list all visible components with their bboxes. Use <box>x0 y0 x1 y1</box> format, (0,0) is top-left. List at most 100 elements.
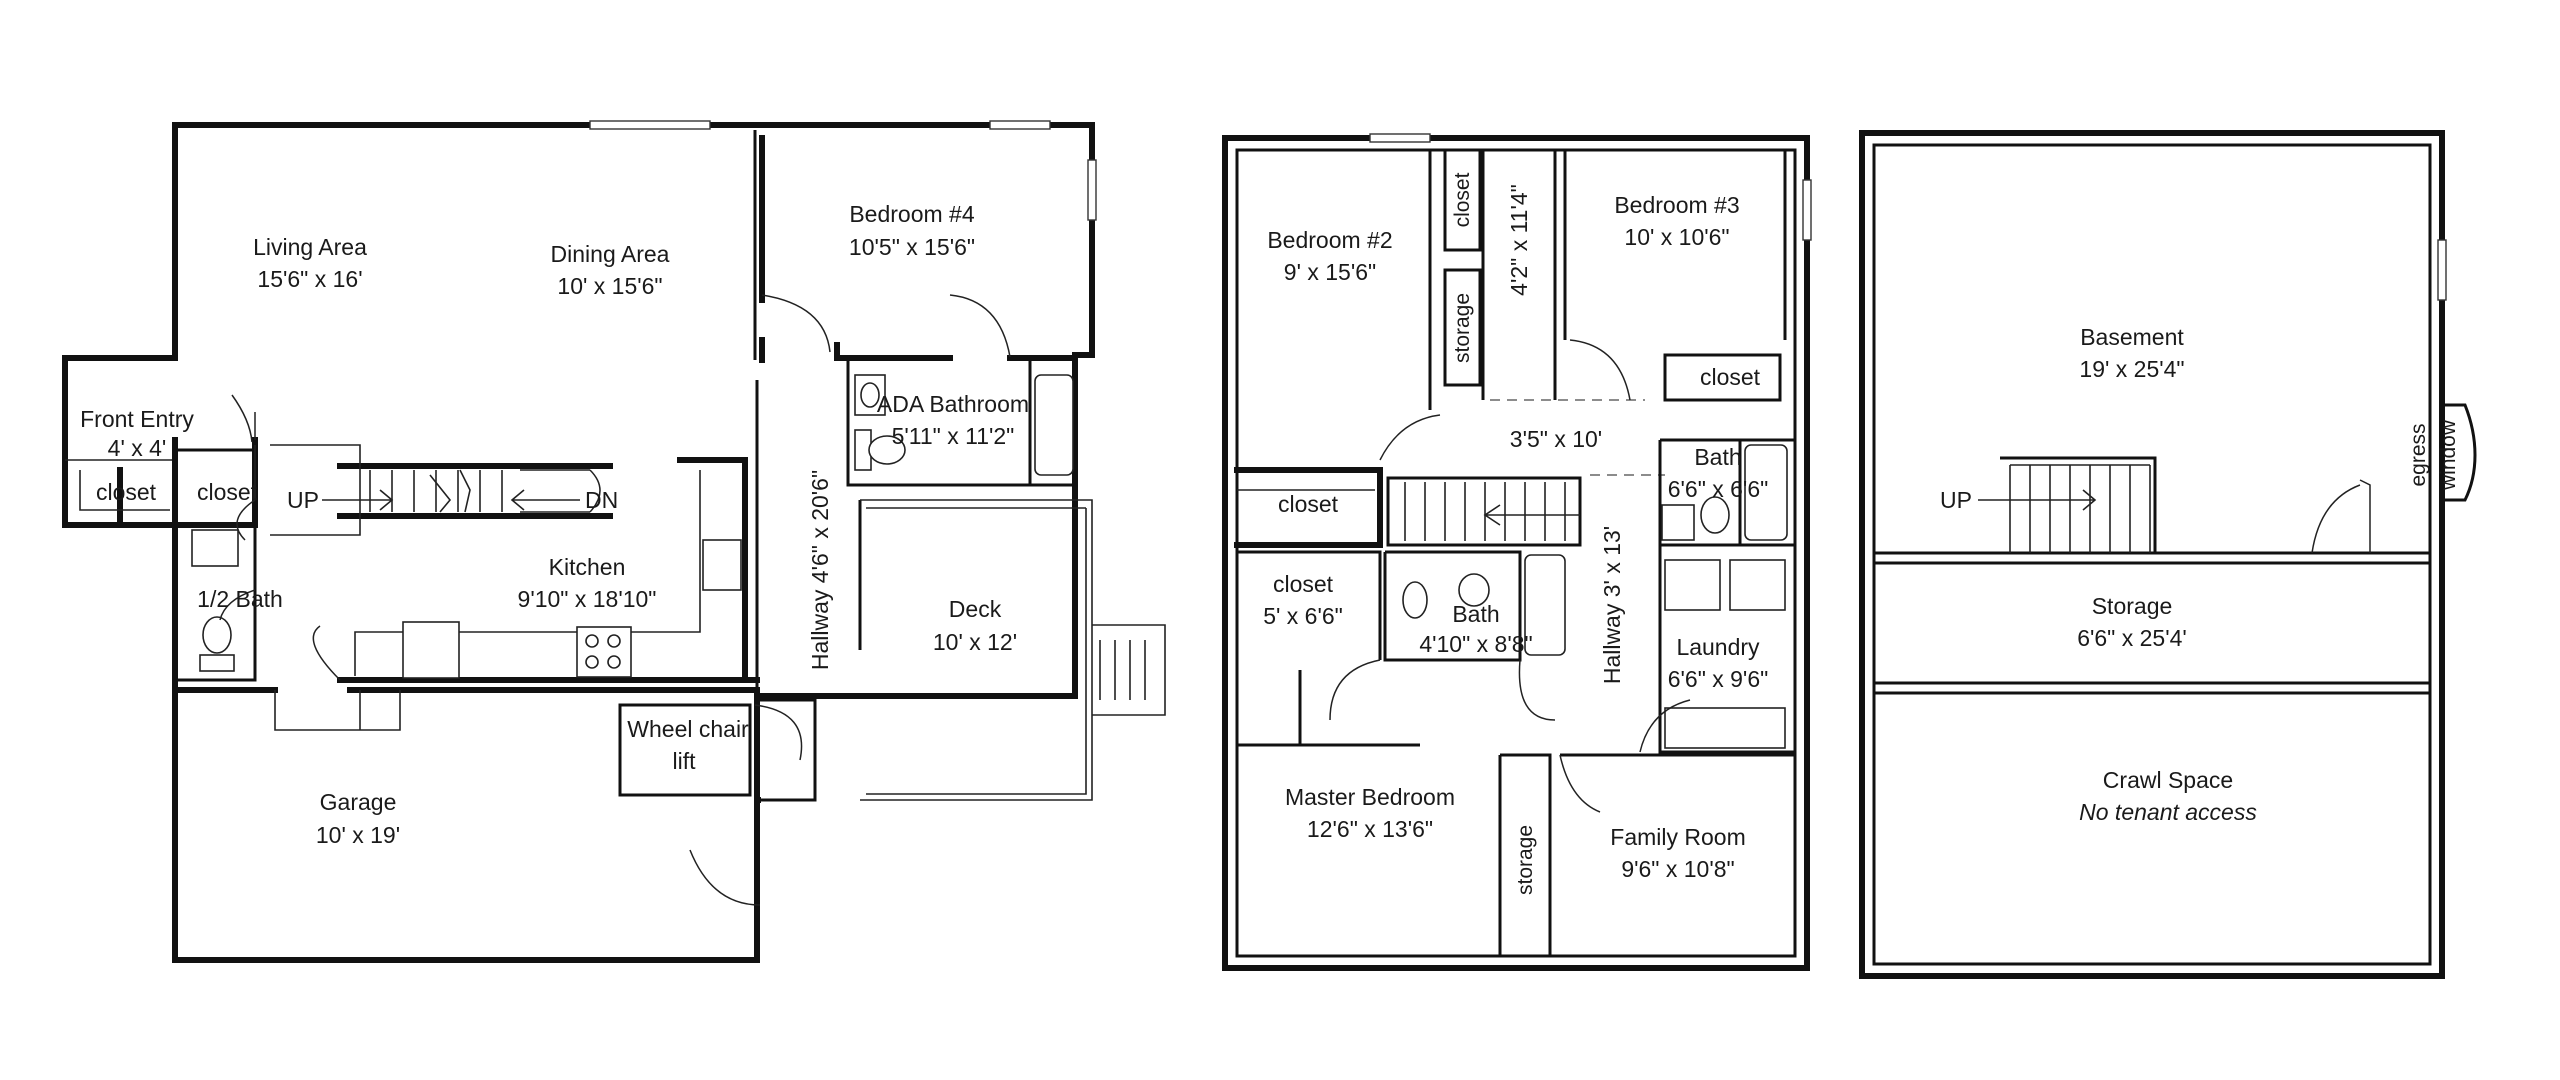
bathtub <box>1034 374 1074 476</box>
family-room-size: 9'6" x 10'8" <box>1621 856 1734 882</box>
door-swing <box>1559 699 1691 813</box>
bedroom-2-label: Bedroom #2 <box>1267 227 1392 253</box>
master-bedroom-size: 12'6" x 13'6" <box>1307 816 1433 842</box>
laundry-label: Laundry <box>1676 634 1760 660</box>
egress-window-well <box>2442 403 2477 502</box>
refrigerator <box>402 621 460 679</box>
window <box>989 120 1051 130</box>
deck-outline <box>860 499 1093 801</box>
closet-master-label: closet <box>1273 571 1334 597</box>
ada-bathroom-size: 5'11" x 11'2" <box>892 423 1015 449</box>
deck-outline <box>866 507 1087 795</box>
toilet-bowl <box>1700 496 1730 534</box>
closet-top-label: closet <box>1451 172 1474 227</box>
basement-label: Basement <box>2080 324 2184 350</box>
stairs-second <box>1386 476 1582 547</box>
stair-up-label: UP <box>287 487 319 513</box>
garage-step <box>274 690 401 731</box>
bathtub <box>1744 444 1788 541</box>
burner <box>585 634 599 648</box>
window <box>589 120 711 130</box>
ada-bathroom-label: ADA Bathroom <box>877 391 1029 417</box>
living-area-size: 15'6" x 16' <box>257 266 362 292</box>
dining-area-label: Dining Area <box>551 241 670 267</box>
storage-top-label: storage <box>1451 293 1474 363</box>
entry-closet-label: closet <box>96 479 157 505</box>
dryer <box>1729 559 1786 611</box>
hallway-wall <box>755 380 862 802</box>
second-floor-exterior-wall <box>1222 135 1810 971</box>
bedroom-4-size: 10'5" x 15'6" <box>849 234 975 260</box>
crawl-space-note: No tenant access <box>2079 799 2257 825</box>
front-entry-size: 4' x 4' <box>108 435 167 461</box>
window <box>2437 239 2447 301</box>
storage-label: Storage <box>2092 593 2173 619</box>
closet-label: closet <box>197 479 258 505</box>
half-bath-wall <box>175 523 257 682</box>
landing-label: 3'5" x 10' <box>1510 426 1602 452</box>
toilet-bowl <box>202 616 232 654</box>
closet-left-label: closet <box>1278 491 1339 517</box>
stove <box>576 626 632 678</box>
half-bath-label: 1/2 Bath <box>197 586 283 612</box>
bedroom-2-size: 9' x 15'6" <box>1284 259 1376 285</box>
kitchen-counter <box>354 470 701 676</box>
front-entry-wall <box>62 355 178 693</box>
bedroom-4-label: Bedroom #4 <box>849 201 975 227</box>
toilet-bowl <box>1458 573 1490 607</box>
first-floor-plan <box>62 120 1166 963</box>
closet-b3 <box>1663 353 1782 402</box>
closet-master-size: 5' x 6'6" <box>1263 603 1343 629</box>
basement-exterior-inner <box>1872 143 2432 966</box>
ada-bath-wall <box>846 360 1075 487</box>
door-swing <box>761 294 1011 358</box>
washer <box>1664 559 1721 611</box>
storage-bottom-label: storage <box>1514 825 1537 895</box>
vertical-dim-label: 4'2" x 11'4" <box>1506 184 1532 296</box>
dining-area-size: 10' x 15'6" <box>557 273 662 299</box>
garage-label: Garage <box>320 789 397 815</box>
kitchen-size: 9'10" x 18'10" <box>518 586 657 612</box>
basement-stairs <box>1978 456 2157 555</box>
kitchen-wall <box>337 457 760 683</box>
crawl-space-label: Crawl Space <box>2103 767 2233 793</box>
wheelchair-lift <box>618 703 752 797</box>
egress-label-2: window <box>2437 419 2460 491</box>
wall <box>1237 670 1795 956</box>
bath-middle-label: Bath <box>1452 601 1499 627</box>
laundry-counter <box>1664 707 1786 749</box>
burner <box>585 655 599 669</box>
door-swing <box>1329 659 1556 721</box>
laundry-wall <box>1658 545 1795 754</box>
deck-steps <box>1092 624 1166 716</box>
deck-label: Deck <box>949 596 1002 622</box>
hallway-label: Hallway 4'6" x 20'6" <box>807 470 833 670</box>
stair-down-label: DN <box>585 487 618 513</box>
storage-wall <box>1874 551 2430 695</box>
wall <box>1428 150 1787 410</box>
stairs <box>270 444 613 536</box>
stair-up-label-basement: UP <box>1940 487 1972 513</box>
bedroom4-wall <box>759 135 1075 363</box>
burner <box>607 655 621 669</box>
second-floor-plan <box>1222 133 1812 971</box>
sink-counter <box>191 529 239 567</box>
door-swing <box>219 445 256 621</box>
stair-down-arrow <box>510 489 580 511</box>
master-bedroom-label: Master Bedroom <box>1285 784 1455 810</box>
sink <box>1661 504 1695 541</box>
basement-exterior-wall <box>1859 130 2445 979</box>
window <box>1369 133 1431 143</box>
window <box>1802 179 1812 241</box>
stair-up-arrow <box>322 489 394 511</box>
door-swing <box>2311 479 2371 554</box>
storage-size: 6'6" x 25'4' <box>2077 625 2187 651</box>
bath-upper-size: 6'6" x 6'6" <box>1668 476 1769 502</box>
sink <box>1402 581 1428 619</box>
bedroom-3-size: 10' x 10'6" <box>1624 224 1729 250</box>
door-swing <box>231 394 341 681</box>
door-swing <box>1379 339 1631 461</box>
egress-label-1: egress <box>2407 423 2430 486</box>
wheelchair-lift-label-1: Wheel chair <box>627 716 749 742</box>
